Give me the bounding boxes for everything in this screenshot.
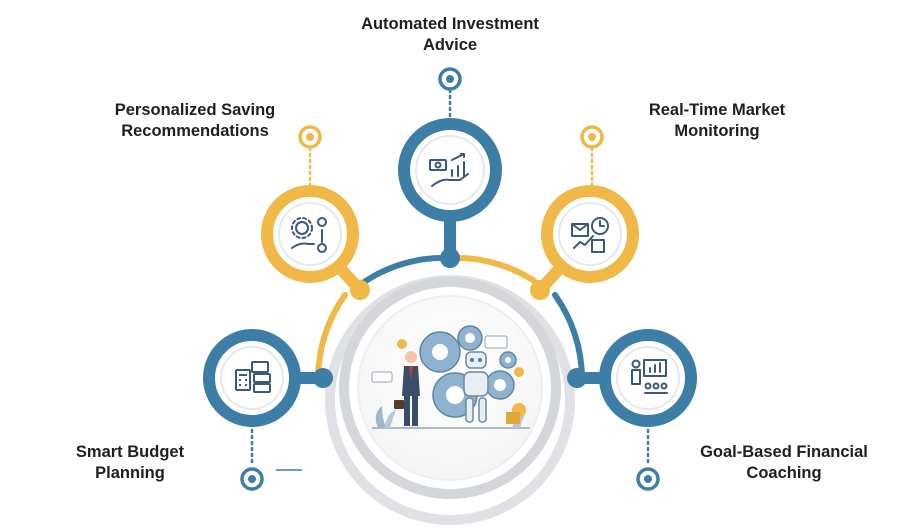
marker-lower-right [636,428,660,491]
calculator-budget-icon [235,361,271,393]
marker-upper-right [580,125,604,190]
label-smart-budget: Smart Budget Planning [40,442,220,484]
label-personalized-saving: Personalized Saving Recommendations [90,100,300,142]
label-line: Planning [95,464,165,482]
marker-lower-left [240,428,302,491]
connector-left-dot [350,280,370,300]
connector-right-dot [530,280,550,300]
marker-upper-left [298,125,322,190]
label-line: Personalized Saving [114,101,276,119]
node-smart-budget [203,329,301,427]
label-line: Coaching [746,464,822,482]
connector-top-dot [440,248,460,268]
connector-lower-right-dot [567,368,587,388]
node-personalized-saving [261,185,359,283]
label-goal-based-coaching: Goal-Based Financial Coaching [676,442,892,484]
node-goal-based-coaching [599,329,697,427]
label-line: Real-Time Market [648,101,786,119]
marker-top [438,67,462,124]
label-line: Recommendations [121,122,269,140]
label-automated-investment: Automated Investment Advice [330,14,570,56]
market-monitor-icon [571,217,609,253]
settings-coins-icon [291,217,327,253]
label-line: Goal-Based Financial [700,443,868,461]
label-line: Advice [422,36,478,54]
label-line: Monitoring [674,122,760,140]
money-hand-growth-icon [429,153,469,187]
label-real-time-market: Real-Time Market Monitoring [612,100,822,142]
node-real-time-market [541,185,639,283]
label-line: Smart Budget [75,443,185,461]
node-automated-investment [398,118,502,222]
connector-lower-left-dot [313,368,333,388]
robo-advisor-illustration [371,325,530,429]
label-line: Automated Investment [361,15,539,33]
presentation-coaching-icon [631,359,668,394]
